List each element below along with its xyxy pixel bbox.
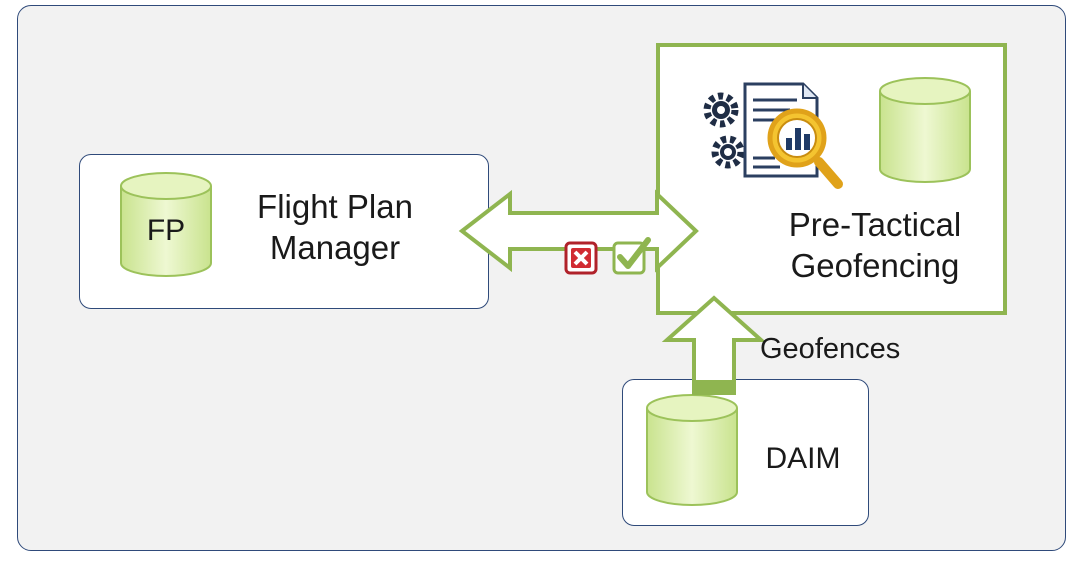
flight-plan-manager-title-line2: Manager: [269, 229, 401, 267]
daim-database-icon: [646, 394, 738, 506]
analysis-document-icon: [703, 82, 843, 189]
reject-icon: [564, 241, 598, 275]
pre-tactical-title-line1: Pre-Tactical: [788, 206, 962, 243]
flight-plan-manager-title: Flight Plan Manager: [222, 186, 448, 269]
geofences-label: Geofences: [760, 333, 901, 365]
fp-database-icon: [120, 172, 212, 277]
fp-database-label: FP: [146, 214, 186, 247]
geofences-up-arrow: [661, 295, 767, 395]
accept-icon: [612, 237, 651, 275]
flight-plan-manager-title-line1: Flight Plan: [257, 188, 413, 225]
pre-tactical-geofencing-title: Pre-Tactical Geofencing: [755, 204, 995, 287]
exchange-double-arrow: [458, 189, 699, 273]
daim-title: DAIM: [765, 442, 841, 475]
pre-tactical-title-line2: Geofencing: [790, 247, 960, 285]
magnifier-icon: [767, 108, 843, 189]
geofence-database-icon: [879, 77, 971, 183]
gear-icon: [703, 92, 745, 169]
